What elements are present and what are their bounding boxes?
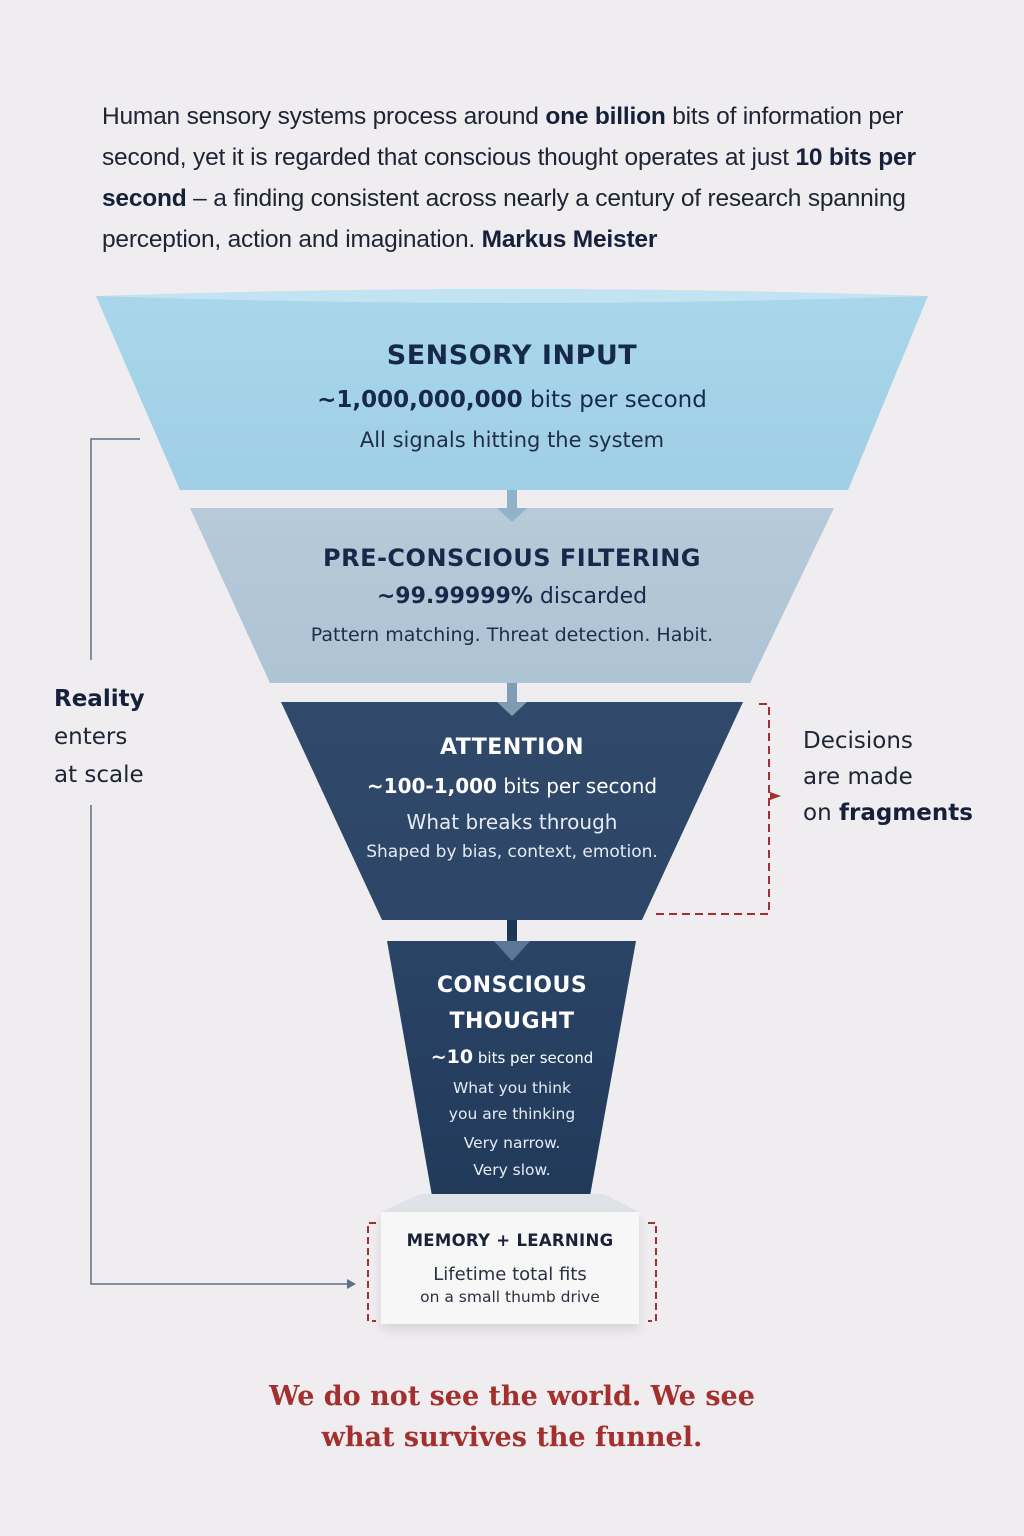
annotation-decisions-line2: are made — [803, 764, 913, 790]
intro-text: – a finding consistent across nearly a c… — [102, 185, 906, 253]
stage-rate-unit: bits per second — [522, 387, 707, 413]
stage-title: PRE-CONSCIOUS FILTERING — [323, 544, 701, 572]
stage-rate: ~1,000,000,000 bits per second — [200, 378, 824, 422]
stage-title: ATTENTION — [439, 735, 585, 760]
stage-rate-unit: bits per second — [496, 774, 658, 798]
stage-note: Shaped by bias, context, emotion. — [366, 842, 658, 862]
intro-text: bits of information per second, yet it i… — [102, 103, 904, 171]
stage-description-line2: you are thinking — [448, 1105, 576, 1123]
arrow-down-icon — [497, 702, 527, 716]
annotation-reality-line3: at scale — [54, 762, 144, 788]
stage-pre-conscious-filtering: PRE-CONSCIOUS FILTERING ~99.99999% disca… — [250, 540, 774, 652]
arrow-right-icon — [347, 1279, 356, 1289]
stage-rate-value: ~100-1,000 — [366, 774, 497, 798]
closing-line2: what survives the funnel. — [321, 1422, 703, 1453]
intro-highlight-10-bits: 10 bits per second — [102, 144, 916, 212]
stage-sensory-input: SENSORY INPUT ~1,000,000,000 bits per se… — [200, 336, 824, 458]
stage-title-line1: CONSCIOUS — [436, 973, 588, 998]
connector-stem-2 — [507, 681, 517, 705]
annotation-decisions-bold: fragments — [838, 800, 973, 826]
intro-highlight-one-billion: one billion — [545, 103, 666, 130]
arrow-down-icon — [497, 508, 527, 522]
connector-stem-1 — [507, 488, 517, 510]
memory-bracket-right — [648, 1222, 657, 1322]
stage-rate: ~99.99999% discarded — [250, 576, 774, 618]
memory-title: MEMORY + LEARNING — [406, 1231, 614, 1250]
annotation-decisions: Decisions are made on fragments — [803, 723, 973, 831]
stage-rate-value: ~99.99999% — [376, 584, 533, 609]
stage-note-line2: Very slow. — [473, 1161, 551, 1179]
stage-sensory-input-rim — [96, 289, 928, 303]
stage-description: All signals hitting the system — [359, 428, 665, 452]
annotation-reality: Reality enters at scale — [54, 680, 145, 794]
stage-title: SENSORY INPUT — [386, 340, 638, 371]
annotation-reality-bold: Reality — [54, 686, 145, 712]
stage-note-line1: Very narrow. — [463, 1134, 561, 1152]
stage-sensory-input-shape — [96, 296, 928, 490]
memory-line2: on a small thumb drive — [420, 1288, 600, 1306]
stage-rate: ~10 bits per second — [400, 1040, 624, 1075]
annotation-decisions-line1: Decisions — [803, 728, 913, 754]
left-connector-top — [90, 438, 140, 660]
intro-attribution: Markus Meister — [481, 226, 658, 253]
stage-rate-unit: discarded — [532, 584, 648, 609]
stage-conscious-thought: CONSCIOUS THOUGHT ~10 bits per second Wh… — [400, 968, 624, 1183]
intro-paragraph: Human sensory systems process around one… — [102, 96, 942, 260]
intro-text: Human sensory systems process around — [102, 103, 546, 130]
memory-learning-box: MEMORY + LEARNING Lifetime total fits on… — [381, 1212, 639, 1324]
stage-rate: ~100-1,000 bits per second — [320, 766, 704, 806]
closing-line1: We do not see the world. We see — [269, 1381, 755, 1412]
left-connector-bottom — [90, 805, 348, 1285]
stage-rate-value: ~10 — [430, 1046, 474, 1068]
memory-line1: Lifetime total fits — [433, 1264, 587, 1285]
annotation-decisions-prefix: on — [803, 800, 839, 826]
stage-attention: ATTENTION ~100-1,000 bits per second Wha… — [320, 730, 704, 866]
stage-rate-value: ~1,000,000,000 — [317, 387, 523, 413]
stage-description: What breaks through — [406, 810, 618, 834]
closing-statement: We do not see the world. We see what sur… — [200, 1376, 824, 1458]
stage-description: Pattern matching. Threat detection. Habi… — [310, 624, 714, 646]
stage-pre-conscious-shape — [190, 508, 834, 683]
arrow-right-icon — [770, 792, 781, 800]
connector-stem-3 — [507, 918, 517, 942]
memory-lid — [381, 1194, 639, 1212]
stage-conscious-thought-shape — [387, 941, 636, 1196]
right-dashed-bracket — [655, 703, 770, 915]
annotation-reality-line2: enters — [54, 724, 128, 750]
memory-bracket-left — [367, 1222, 376, 1322]
arrow-down-icon — [494, 941, 530, 961]
stage-attention-shape — [281, 702, 743, 920]
stage-title-line2: THOUGHT — [449, 1009, 575, 1034]
stage-rate-unit: bits per second — [473, 1049, 594, 1067]
stage-description-line1: What you think — [452, 1079, 572, 1097]
